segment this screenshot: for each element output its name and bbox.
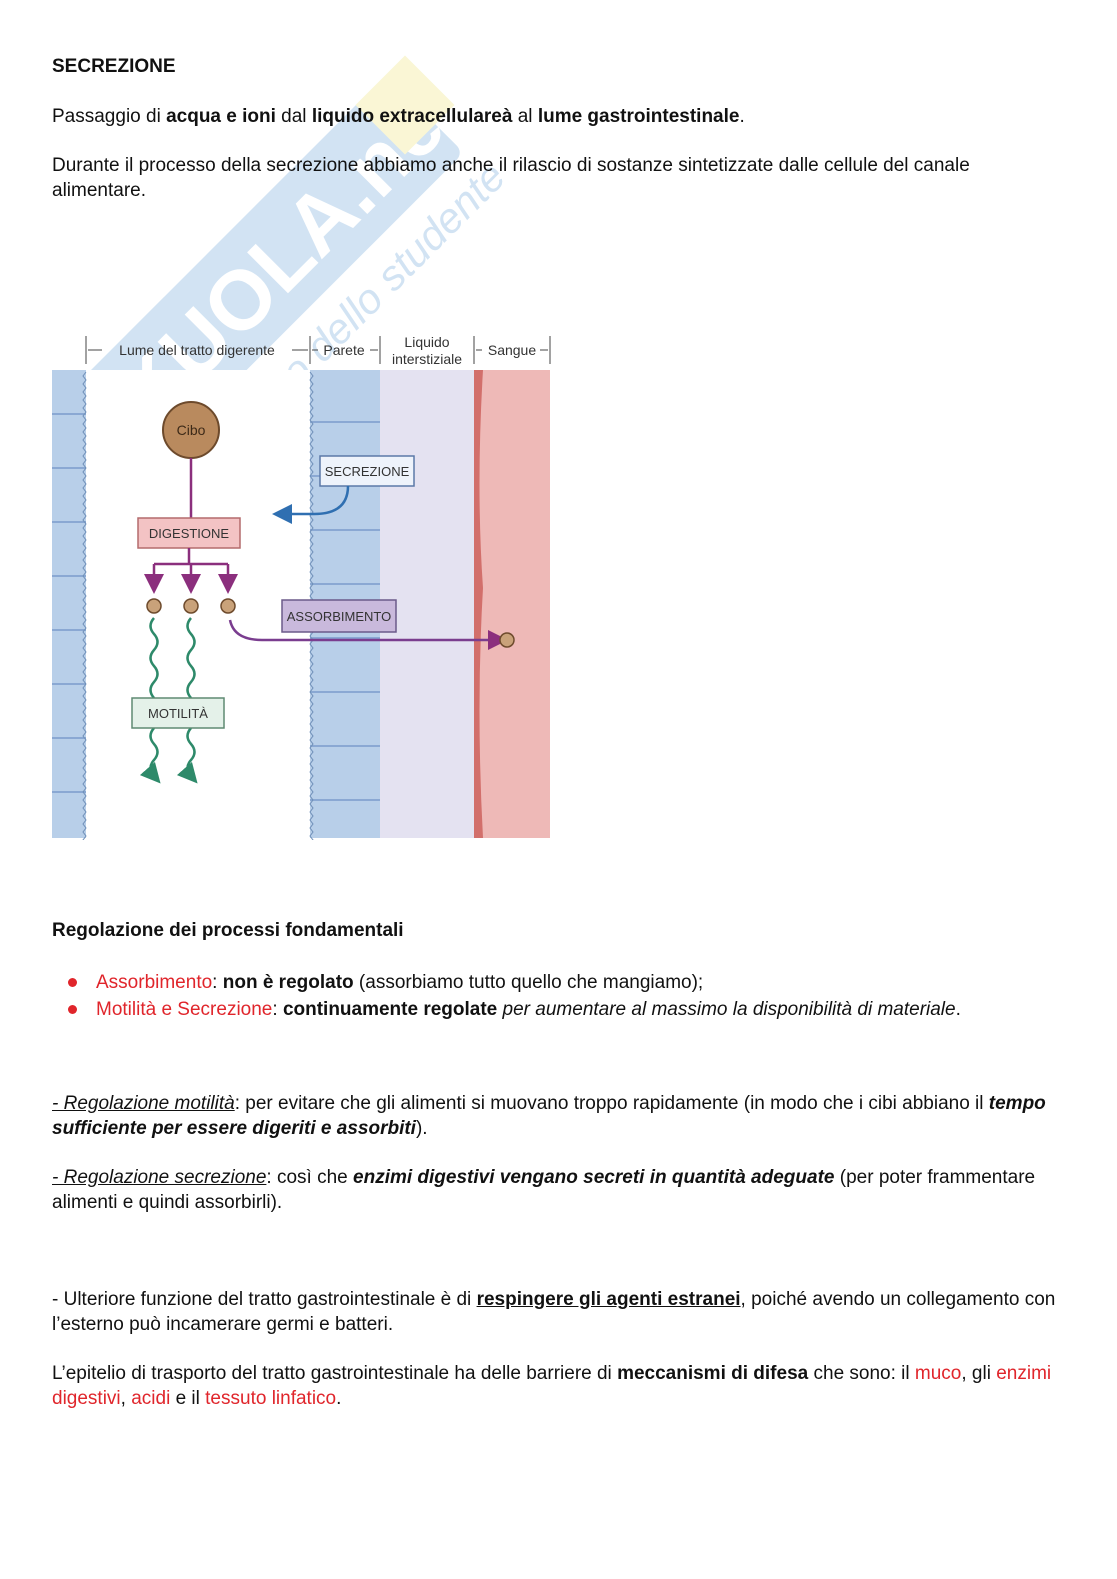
column-liquido-label-1: Liquido <box>404 334 449 350</box>
motilita-label: MOTILITÀ <box>148 706 208 721</box>
paragraph-ulteriore: - Ulteriore funzione del tratto gastroin… <box>52 1289 1056 1335</box>
assorbimento-label: ASSORBIMENTO <box>287 609 392 624</box>
digestive-processes-diagram: Lume del tratto digerente Parete Liquido… <box>52 334 551 840</box>
column-lume-label: Lume del tratto digerente <box>119 342 275 358</box>
paragraph-durante: Durante il processo della secrezione abb… <box>52 155 970 201</box>
paragraph-passaggio: Passaggio di acqua e ioni dal liquido ex… <box>52 106 745 127</box>
paragraph-regolazione-motilita: - Regolazione motilità: per evitare che … <box>52 1093 1046 1139</box>
regolazione-heading: Regolazione dei processi fondamentali <box>52 920 404 941</box>
cibo-label: Cibo <box>177 422 206 438</box>
digestione-box <box>137 517 241 549</box>
list-item: Assorbimento: non è regolato (assorbiamo… <box>66 969 1066 996</box>
column-liquido-label-2: interstiziale <box>392 351 462 367</box>
secrezione-box <box>319 455 415 487</box>
column-parete-label: Parete <box>323 342 364 358</box>
assorbimento-box <box>281 599 397 633</box>
page-title: SECREZIONE <box>52 56 176 77</box>
list-item: Motilità e Secrezione: continuamente reg… <box>66 996 1066 1023</box>
motilita-box <box>131 697 225 729</box>
paragraph-epitelio: L’epitelio di trasporto del tratto gastr… <box>52 1363 1052 1409</box>
paragraph-regolazione-secrezione: - Regolazione secrezione: così che enzim… <box>52 1167 1036 1213</box>
regolazione-list: Assorbimento: non è regolato (assorbiamo… <box>66 969 1066 1023</box>
digestione-label: DIGESTIONE <box>149 526 230 541</box>
column-sangue-label: Sangue <box>488 342 536 358</box>
secrezione-label: SECREZIONE <box>325 464 410 479</box>
